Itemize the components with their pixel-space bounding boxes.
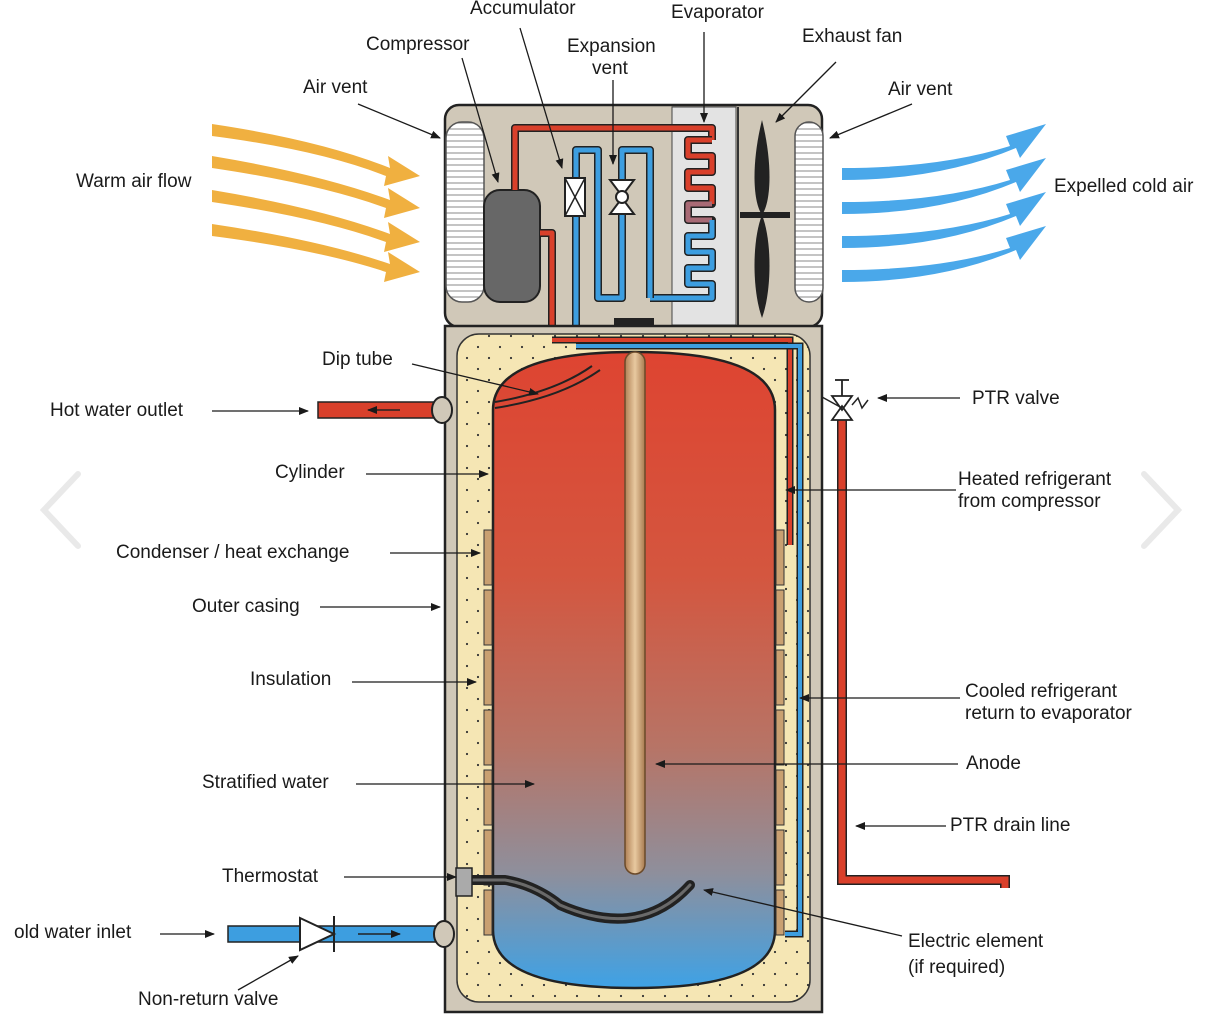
label-hot-water-outlet: Hot water outlet [50,400,184,421]
condenser-coils [483,529,785,936]
label-cooled-refrigerant-1: Cooled refrigerant [965,681,1118,702]
anode-cap [614,318,654,326]
label-cylinder: Cylinder [275,462,345,483]
ptr-valve-icon [821,379,869,421]
anode [624,351,646,875]
leader-lines [160,27,960,991]
label-evaporator: Evaporator [671,2,765,23]
label-cold-water-inlet: old water inlet [14,922,132,943]
expansion-valve-icon [608,179,636,215]
label-anode: Anode [966,753,1021,774]
label-ptr-drain-line: PTR drain line [950,815,1070,836]
ptr-drain-line [837,420,1010,888]
label-heated-refrigerant-1: Heated refrigerant [958,469,1112,490]
label-air-vent-right: Air vent [888,79,953,100]
label-outer-casing: Outer casing [192,596,300,617]
label-accumulator: Accumulator [470,0,576,19]
label-dip-tube: Dip tube [322,349,393,370]
air-vent-grille-right [794,121,824,303]
label-expelled-cold-air: Expelled cold air [1054,176,1194,197]
refrigerant-tank-lines [552,336,804,938]
carousel-next-button[interactable] [1136,470,1186,550]
dip-tube [494,365,601,409]
label-non-return-valve: Non-return valve [138,989,278,1010]
label-thermostat: Thermostat [222,866,319,887]
label-insulation: Insulation [250,669,331,690]
label-stratified-water: Stratified water [202,772,329,793]
label-exhaust-fan: Exhaust fan [802,26,902,47]
hot-water-outlet-pipe [317,396,453,424]
warm-air-flow-arrows [212,124,420,282]
label-expansion-vent-1: Expansion [567,36,656,57]
label-cooled-refrigerant-2: return to evaporator [965,703,1133,724]
thermostat-unit [455,867,473,897]
compressor-unit [483,189,541,303]
label-air-vent-left: Air vent [303,77,368,98]
label-electric-element-1: Electric element [908,931,1044,952]
air-vent-grille-left [445,121,485,303]
chevron-right-icon [1141,471,1183,549]
expelled-cold-air-arrows [842,124,1046,282]
label-expansion-vent-2: vent [592,58,629,79]
label-ptr-valve: PTR valve [972,388,1060,409]
label-warm-air-flow: Warm air flow [76,171,192,192]
exhaust-fan-icon [740,120,790,318]
label-compressor: Compressor [366,34,470,55]
carousel-prev-button[interactable] [36,470,86,550]
chevron-left-icon [39,471,81,549]
label-condenser: Condenser / heat exchange [116,542,349,563]
accumulator-icon [564,177,586,217]
label-heated-refrigerant-2: from compressor [958,491,1101,512]
cold-water-inlet-pipe [227,916,455,952]
label-electric-element-2: (if required) [908,957,1005,978]
